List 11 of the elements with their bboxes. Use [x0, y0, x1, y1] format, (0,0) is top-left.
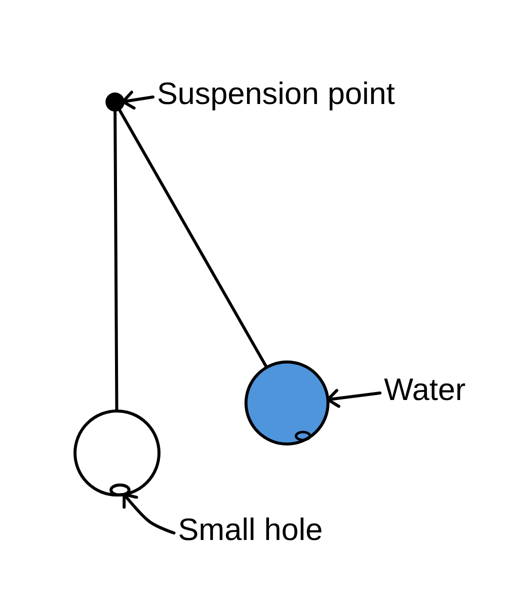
- pendulum-bob: [72, 408, 162, 498]
- callout-label: Suspension point: [157, 76, 395, 111]
- leader-arrow: [122, 90, 154, 110]
- water-filled-bob: [243, 359, 331, 447]
- small-hole: [108, 482, 132, 498]
- leader-arrow: [122, 492, 176, 534]
- pendulum-string: [117, 107, 268, 369]
- pendulum-string: [114, 108, 118, 412]
- callout-label: Water: [384, 372, 466, 407]
- callout-label: Small hole: [178, 512, 323, 547]
- suspension-point-dot: [104, 91, 126, 113]
